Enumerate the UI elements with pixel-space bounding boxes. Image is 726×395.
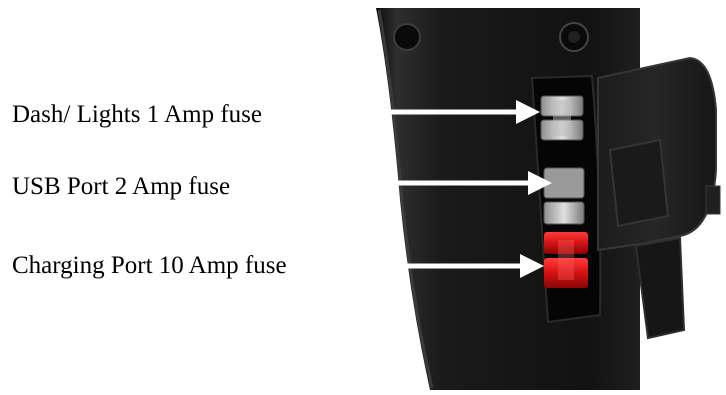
- fuse-cover-hinge: [608, 138, 670, 228]
- fuse-cover-tab: [705, 185, 721, 215]
- label-charging-port-fuse: Charging Port 10 Amp fuse: [12, 252, 287, 279]
- arrow-right-icon: [370, 171, 552, 195]
- label-dash-lights-fuse: Dash/ Lights 1 Amp fuse: [12, 101, 262, 128]
- fuse-cover-lower: [634, 236, 686, 340]
- fuse-charging-10amp: [544, 232, 588, 288]
- arrow-right-icon: [360, 100, 540, 124]
- screw-right-inner: [568, 31, 580, 43]
- housing-edge-highlight: [377, 9, 434, 389]
- arrow-right-icon: [372, 254, 544, 278]
- screw-left: [393, 23, 421, 51]
- fuse-dash-1amp: [540, 95, 584, 141]
- fuse-usb-2amp: [543, 167, 585, 225]
- label-usb-port-fuse: USB Port 2 Amp fuse: [12, 173, 231, 200]
